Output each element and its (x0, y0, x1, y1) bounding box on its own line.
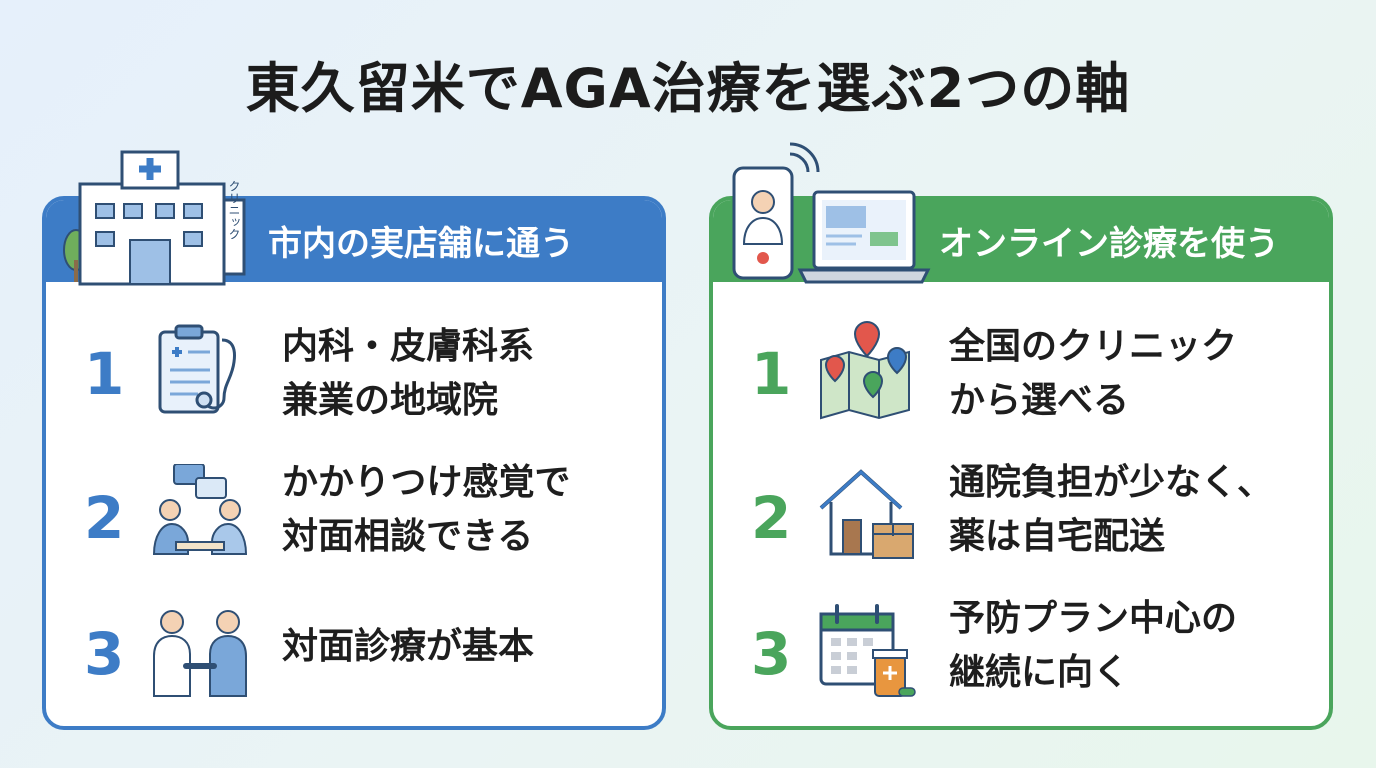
item-text-line1: 全国のクリニック (949, 326, 1238, 367)
list-item: 1 内科・皮膚科系 兼業の地域院 (46, 312, 662, 442)
list-item: 1 全国のクリニック から選べる (713, 312, 1329, 442)
online-devices-icon (732, 142, 931, 284)
item-number: 3 (84, 620, 125, 688)
item-number: 1 (751, 340, 792, 408)
item-number: 2 (84, 484, 125, 552)
in-person-heading: 市内の実店舗に通う (268, 224, 574, 264)
handshake-icon (153, 610, 247, 697)
home-delivery-icon (819, 469, 914, 559)
map-pin-icon (820, 320, 910, 420)
list-item: 2 かかりつけ感覚で 対面相談できる (46, 456, 662, 586)
list-item: 3 予防プラン中心の 継続に向く (713, 592, 1329, 722)
item-text-line2: 兼業の地域院 (282, 380, 499, 421)
page-title: 東久留米でAGA治療を選ぶ2つの軸 (245, 57, 1131, 120)
list-item: 3 対面診療が基本 (46, 592, 662, 722)
clipboard-stethoscope-icon (158, 324, 236, 414)
online-panel: オンライン診療を使う 1 全国のクリニック から選べる 2 通院負担が少なく、 (709, 196, 1333, 730)
item-text-line1: 対面診療が基本 (282, 626, 535, 667)
item-text-line2: 薬は自宅配送 (949, 516, 1166, 557)
item-text-line1: 予防プラン中心の (949, 598, 1238, 639)
item-text-line1: 内科・皮膚科系 (282, 326, 535, 367)
clinic-sign-text: クリニック (227, 180, 241, 240)
list-item: 2 通院負担が少なく、 薬は自宅配送 (713, 456, 1329, 586)
calendar-medicine-icon (819, 604, 916, 697)
item-number: 1 (84, 340, 125, 408)
item-text-line2: から選べる (949, 380, 1130, 421)
item-number: 3 (751, 620, 792, 688)
item-text-line2: 継続に向く (949, 652, 1130, 693)
item-text-line1: かかりつけ感覚で (282, 462, 571, 503)
clinic-building-icon: クリニック (63, 150, 246, 286)
item-text-line2: 対面相談できる (282, 516, 534, 557)
consultation-icon (152, 464, 248, 555)
item-text-line1: 通院負担が少なく、 (949, 462, 1274, 503)
online-heading: オンライン診療を使う (939, 224, 1279, 264)
item-number: 2 (751, 484, 792, 552)
